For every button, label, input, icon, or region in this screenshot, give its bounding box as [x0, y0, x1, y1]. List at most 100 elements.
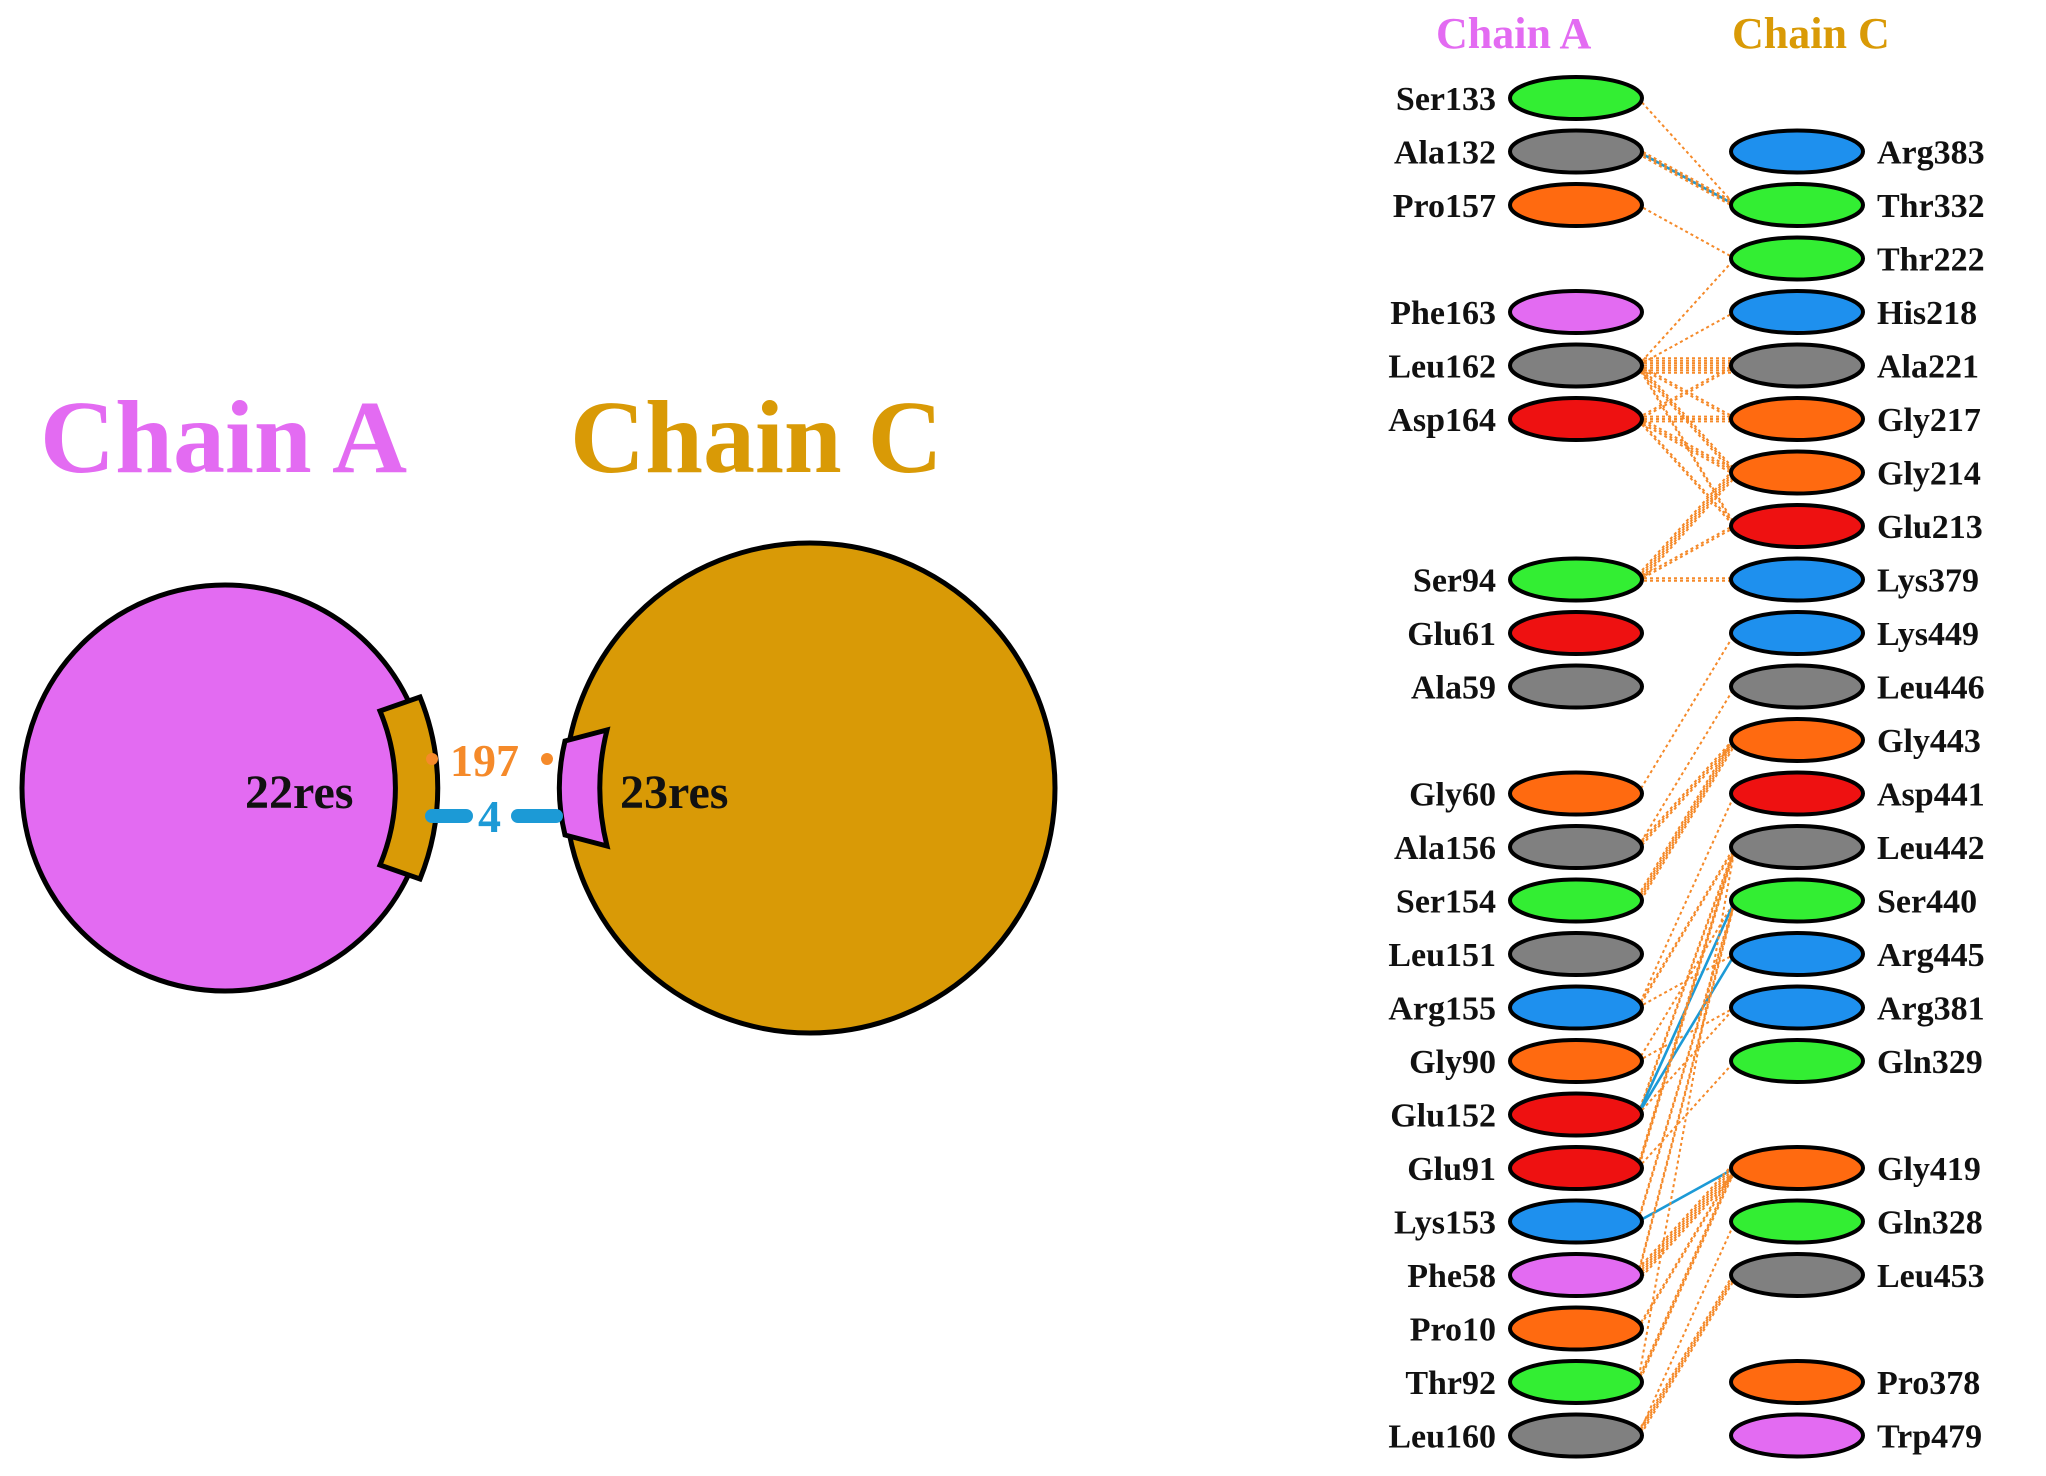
contact-line-lys153-ser440	[1637, 899, 1736, 1221]
residue-node-gly443: Gly443	[1729, 717, 1981, 763]
residue-ellipse	[1729, 1038, 1865, 1084]
contact-line-phe58-gly419	[1637, 1173, 1736, 1282]
residue-label: Ala59	[1411, 670, 1496, 707]
residue-label: Trp479	[1877, 1419, 1982, 1456]
residue-node-asp164: Asp164	[1388, 396, 1644, 442]
contact-line-ser154-gly443	[1637, 744, 1736, 906]
residue-label: Phe163	[1390, 295, 1496, 332]
residue-ellipse	[1729, 182, 1865, 228]
residue-interaction-panel: Chain A Chain C Ser133Ala132Pro157Phe163…	[1388, 9, 1985, 1459]
residue-node-lys449: Lys449	[1729, 610, 1979, 656]
residue-label: Gln329	[1877, 1044, 1983, 1081]
contact-lines	[1636, 97, 1737, 1440]
residue-ellipse	[1508, 1359, 1644, 1405]
residue-ellipse	[1508, 75, 1644, 121]
contact-line-ala132-thr332	[1637, 153, 1736, 209]
residue-ellipse	[1508, 1305, 1644, 1352]
residue-ellipse	[1729, 289, 1865, 335]
contact-line-phe58-gly419	[1637, 1161, 1736, 1270]
contact-line-lys153-gly419	[1637, 1166, 1736, 1223]
residue-label: Ser94	[1413, 563, 1496, 600]
residue-label: Glu213	[1877, 509, 1983, 546]
residue-ellipse	[1508, 128, 1644, 175]
contact-line-leu162-his218	[1637, 311, 1736, 367]
residue-node-arg381: Arg381	[1729, 984, 1985, 1031]
residue-label: Gly443	[1877, 723, 1981, 760]
residue-ellipse	[1508, 1145, 1644, 1191]
residue-ellipse	[1729, 1252, 1865, 1298]
contact-line-ser133-thr332	[1637, 97, 1736, 206]
residue-label: His218	[1877, 295, 1977, 332]
residue-ellipse	[1729, 717, 1865, 763]
residue-node-ser154: Ser154	[1396, 877, 1644, 924]
residue-node-ser133: Ser133	[1396, 75, 1644, 121]
residue-node-arg155: Arg155	[1388, 984, 1644, 1031]
contact-line-gly90-ser440	[1637, 899, 1736, 1062]
contact-line-asp164-gly214	[1637, 420, 1736, 476]
contact-line-phe58-gly419	[1637, 1168, 1736, 1277]
residue-ellipse	[1508, 1412, 1644, 1459]
residue-label: Arg383	[1877, 135, 1985, 172]
residue-node-thr92: Thr92	[1405, 1359, 1644, 1405]
residue-node-gly214: Gly214	[1729, 449, 1981, 496]
residue-nodes: Ser133Ala132Pro157Phe163Leu162Asp164Ser9…	[1388, 75, 1985, 1459]
nonbonded-link-dot-left	[426, 753, 438, 765]
residue-label: Arg381	[1877, 991, 1985, 1028]
residue-ellipse	[1508, 556, 1644, 603]
contact-line-ser94-gly214	[1637, 467, 1736, 576]
residue-node-arg383: Arg383	[1729, 128, 1985, 175]
residue-node-leu160: Leu160	[1388, 1412, 1644, 1459]
residue-label: Glu61	[1407, 616, 1496, 653]
contact-line-ser94-gly214	[1637, 474, 1736, 583]
residue-ellipse	[1729, 663, 1865, 710]
contact-line-asp164-gly214	[1637, 415, 1736, 471]
residue-node-ala156: Ala156	[1394, 824, 1644, 870]
residue-node-glu152: Glu152	[1390, 1091, 1644, 1138]
residue-ellipse	[1729, 235, 1865, 282]
residue-node-ser94: Ser94	[1413, 556, 1644, 603]
residue-ellipse	[1729, 503, 1865, 549]
contact-line-thr92-leu442	[1637, 846, 1736, 1383]
contact-line-pro10-gly419	[1637, 1166, 1736, 1328]
contact-line-ala156-gly443	[1637, 739, 1736, 848]
residue-ellipse	[1508, 182, 1644, 228]
contact-line-pro10-gly419	[1637, 1168, 1736, 1331]
residue-node-gln329: Gln329	[1729, 1038, 1983, 1084]
residue-node-gly419: Gly419	[1729, 1145, 1981, 1191]
nonbonded-link-dot-right	[541, 753, 553, 765]
residue-node-phe163: Phe163	[1390, 289, 1644, 335]
panel-chain-a-title: Chain A	[1436, 9, 1592, 58]
chain-a-interface-residue-count: 22res	[245, 766, 353, 819]
residue-label: Leu162	[1388, 349, 1496, 386]
residue-label: Ala221	[1877, 349, 1979, 386]
residue-ellipse	[1729, 824, 1865, 870]
contact-line-glu91-leu442	[1637, 844, 1736, 1166]
nonbonded-link: 197	[426, 735, 553, 786]
residue-label: Gly214	[1877, 456, 1981, 493]
residue-node-glu213: Glu213	[1729, 503, 1983, 549]
residue-node-pro157: Pro157	[1393, 182, 1644, 228]
residue-node-ser440: Ser440	[1729, 877, 1977, 924]
contact-line-leu160-leu453	[1637, 1275, 1736, 1438]
hbond-count: 4	[478, 791, 501, 842]
contact-line-asp164-glu213	[1637, 419, 1736, 528]
residue-label: Pro157	[1393, 188, 1496, 225]
residue-label: Ala156	[1394, 830, 1496, 867]
residue-node-gln328: Gln328	[1729, 1198, 1983, 1245]
residue-ellipse	[1508, 1038, 1644, 1084]
contact-line-asp164-gly214	[1637, 418, 1736, 474]
residue-label: Thr92	[1405, 1365, 1496, 1402]
contact-line-leu160-leu453	[1637, 1270, 1736, 1433]
residue-ellipse	[1508, 1198, 1644, 1245]
residue-label: Ser154	[1396, 884, 1496, 921]
contact-line-phe58-gly419	[1637, 1163, 1736, 1273]
residue-ellipse	[1729, 1412, 1865, 1459]
residue-node-ala132: Ala132	[1394, 128, 1644, 175]
residue-node-arg445: Arg445	[1729, 931, 1985, 977]
contact-line-ser94-glu213	[1637, 523, 1736, 580]
contact-line-leu160-leu453	[1637, 1273, 1736, 1435]
residue-label: Lys153	[1394, 1205, 1496, 1242]
residue-label: Ser440	[1877, 884, 1977, 921]
residue-ellipse	[1508, 610, 1644, 656]
